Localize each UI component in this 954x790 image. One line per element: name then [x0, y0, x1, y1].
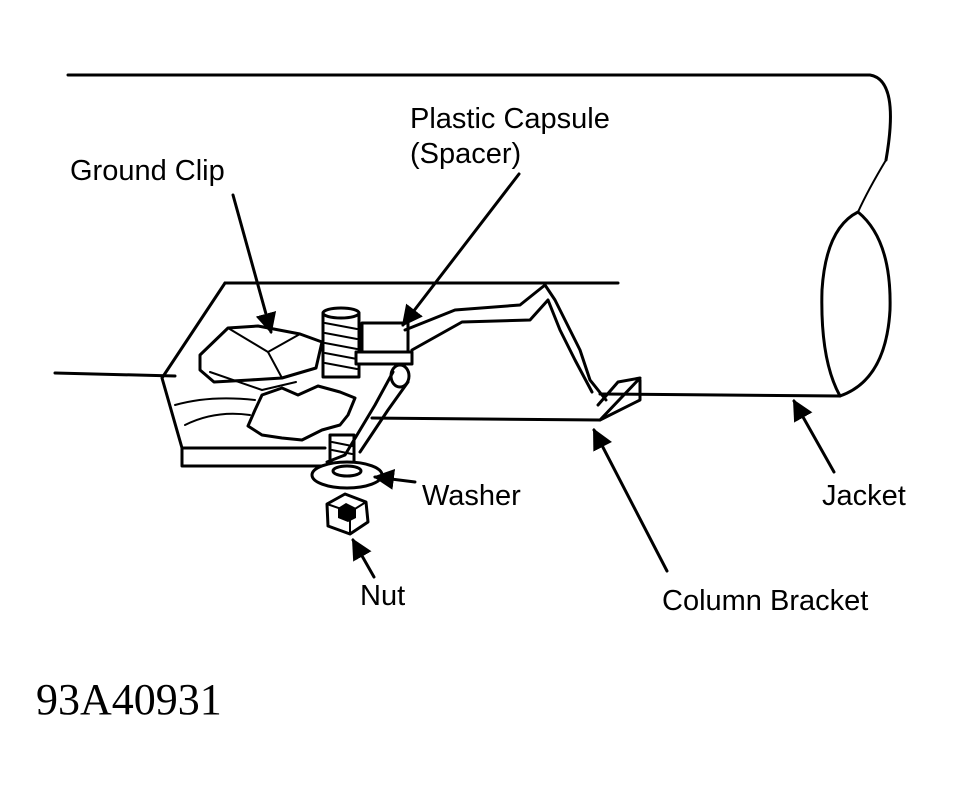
- nut: [325, 492, 370, 536]
- label-ground-clip: Ground Clip: [70, 155, 225, 187]
- bracket-cutaway: [246, 384, 357, 442]
- leader-arrows: [231, 172, 836, 579]
- label-spacer: (Spacer): [410, 138, 521, 170]
- figure-code: 93A40931: [36, 675, 222, 724]
- label-plastic-capsule: Plastic Capsule: [410, 103, 610, 135]
- label-column-bracket: Column Bracket: [662, 585, 868, 617]
- washer: [310, 460, 384, 490]
- label-jacket: Jacket: [822, 480, 906, 512]
- column-bracket: [160, 281, 642, 468]
- plastic-capsule: [325, 283, 608, 464]
- label-washer: Washer: [422, 480, 521, 512]
- label-nut: Nut: [360, 580, 405, 612]
- ground-clip: [198, 324, 324, 391]
